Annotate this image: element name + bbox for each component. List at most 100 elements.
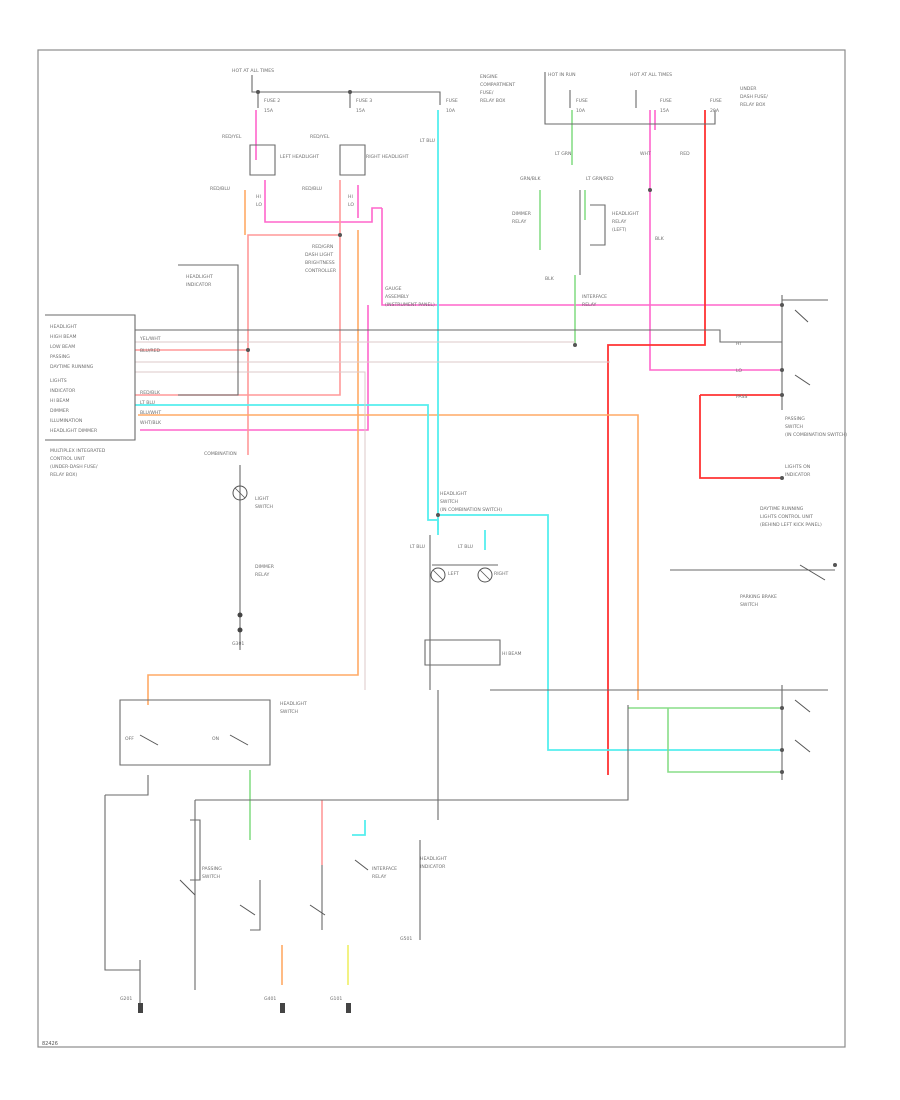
label-hl-switch-3: (IN COMBINATION SWITCH) <box>440 507 502 513</box>
label-interface-2: RELAY <box>582 302 597 308</box>
label-wire-red-blk: RED/BLK <box>140 390 161 396</box>
label-hl-switch-1: HEADLIGHT <box>440 491 467 497</box>
wire-black <box>45 72 835 1010</box>
ground-symbols <box>138 612 351 1013</box>
label-dimmer-1b: DIMMER <box>255 564 275 570</box>
switch-contacts <box>139 309 826 916</box>
label-lights-on-2: INDICATOR <box>785 472 811 478</box>
label-wire-red-grn: RED/GRN <box>312 244 333 250</box>
label-wire-ltgrn: LT GRN <box>555 151 571 157</box>
label-hl-switch-2b: SWITCH <box>280 709 298 715</box>
label-dimmer-2: RELAY <box>512 219 527 225</box>
label-fuse-6: FUSE <box>710 98 722 104</box>
bulb-right-headlight <box>477 567 493 583</box>
label-wire-red-blu-1: RED/BLU <box>210 186 230 192</box>
bulb-left-headlight <box>430 567 446 583</box>
label-pin-3: LOW BEAM <box>50 344 75 350</box>
label-fuse-5: FUSE <box>660 98 672 104</box>
label-passing-2: SWITCH <box>785 424 803 430</box>
label-hl-relay-2: RELAY <box>612 219 627 225</box>
label-dimmer-1: DIMMER <box>512 211 532 217</box>
label-multiplex-4: RELAY BOX) <box>50 472 77 478</box>
label-right-headlight: RIGHT HEADLIGHT <box>366 154 409 160</box>
label-headlight-warn-1: HEADLIGHT <box>186 274 213 280</box>
label-wire-ltblu: LT BLU <box>420 138 435 144</box>
label-passing-1b: PASSING <box>202 866 222 872</box>
label-right-hl: RIGHT <box>494 571 509 577</box>
label-fuse-3: FUSE <box>446 98 458 104</box>
label-hot-at-all-times-right: HOT AT ALL TIMES <box>630 72 672 78</box>
label-headlight-warn-1b: HEADLIGHT <box>420 856 447 862</box>
junction-dots <box>246 90 837 774</box>
label-dash-light-1: DASH LIGHT <box>305 252 333 258</box>
label-pin-7: INDICATOR <box>50 388 76 394</box>
label-right-hl-hi: HI <box>348 194 353 200</box>
label-hot-in-run: HOT IN RUN <box>548 72 576 78</box>
label-interface-1: INTERFACE <box>582 294 607 300</box>
label-gauge-2: ASSEMBLY <box>385 294 409 300</box>
wire-red <box>607 110 782 775</box>
wire-cyan <box>135 110 782 836</box>
label-parking-brake-2: SWITCH <box>740 602 758 608</box>
label-wire-red: RED <box>680 151 690 157</box>
label-combo-1: COMBINATION <box>204 451 237 457</box>
label-right-hl-lo: LO <box>348 202 354 208</box>
label-pin-6: LIGHTS <box>50 378 67 384</box>
label-hl-relay-1: HEADLIGHT <box>612 211 639 217</box>
label-interface-2b: RELAY <box>372 874 387 880</box>
label-combo-3: SWITCH <box>255 504 273 510</box>
label-ground-1: G201 <box>120 996 132 1002</box>
label-multiplex-1: MULTIPLEX INTEGRATED <box>50 448 106 454</box>
label-wire-grn-blk: GRN/BLK <box>520 176 541 182</box>
label-passing-2b: SWITCH <box>202 874 220 880</box>
label-drl-3: (BEHIND LEFT KICK PANEL) <box>760 522 822 528</box>
label-drl-1: DAYTIME RUNNING <box>760 506 804 512</box>
label-interface-1b: INTERFACE <box>372 866 397 872</box>
label-wire-blu-red: BLU/RED <box>140 348 160 354</box>
label-wire-ltblu-3: LT BLU <box>410 544 425 550</box>
label-pin-8: HI BEAM <box>50 398 69 404</box>
label-lo: LO <box>736 368 742 374</box>
bulb-indicator <box>232 485 248 501</box>
label-fuse-4: FUSE <box>576 98 588 104</box>
diagram-id-code: 82426 <box>42 1041 58 1047</box>
label-pin-10: ILLUMINATION <box>50 418 82 424</box>
label-wire-red-blu-2: RED/BLU <box>302 186 322 192</box>
label-fuse-4-amp: 10A <box>576 108 586 114</box>
label-pin-2: HIGH BEAM <box>50 334 76 340</box>
label-pin-5: DAYTIME RUNNING <box>50 364 94 370</box>
label-wire-red-yel-1: RED/YEL <box>222 134 242 140</box>
label-under-dash-3: RELAY BOX <box>740 102 765 108</box>
label-lights-on-1: LIGHTS ON <box>785 464 810 470</box>
label-left-hl-hi: HI <box>256 194 261 200</box>
label-fuse-2-amp: 15A <box>356 108 366 114</box>
label-engine-box-2: COMPARTMENT <box>480 82 515 88</box>
label-wire-ltblu-2: LT BLU <box>140 400 155 406</box>
labels: HOT AT ALL TIMES HOT AT ALL TIMES HOT IN… <box>42 68 847 1047</box>
label-dimmer-2b: RELAY <box>255 572 270 578</box>
label-left-hl: LEFT <box>448 571 459 577</box>
label-under-dash-1: UNDER <box>740 86 757 92</box>
label-wire-lt-grn-red: LT GRN/RED <box>586 176 614 182</box>
label-ground-5: G501 <box>400 936 412 942</box>
label-fuse-5-amp: 15A <box>660 108 670 114</box>
label-headlight-warn-2: INDICATOR <box>186 282 212 288</box>
label-wire-wht: WHT <box>640 151 651 157</box>
wire-faint <box>135 341 610 690</box>
label-passing-1: PASSING <box>785 416 805 422</box>
label-hl-relay-3: (LEFT) <box>612 227 627 233</box>
label-gauge-1: GAUGE <box>385 286 402 292</box>
label-fuse-3-amp: 10A <box>446 108 456 114</box>
label-passing-3: (IN COMBINATION SWITCH) <box>785 432 847 438</box>
label-headlight-warn-2b: INDICATOR <box>420 864 446 870</box>
label-ground-2: G401 <box>264 996 276 1002</box>
label-left-hl-lo: LO <box>256 202 262 208</box>
label-multiplex-3: (UNDER-DASH FUSE/ <box>50 464 98 470</box>
label-engine-box-3: FUSE/ <box>480 90 494 96</box>
label-under-dash-2: DASH FUSE/ <box>740 94 768 100</box>
label-multiplex-2: CONTROL UNIT <box>50 456 85 462</box>
label-drl-2: LIGHTS CONTROL UNIT <box>760 514 813 520</box>
label-hi: HI <box>736 341 741 347</box>
label-fuse-2: FUSE 3 <box>356 98 372 104</box>
